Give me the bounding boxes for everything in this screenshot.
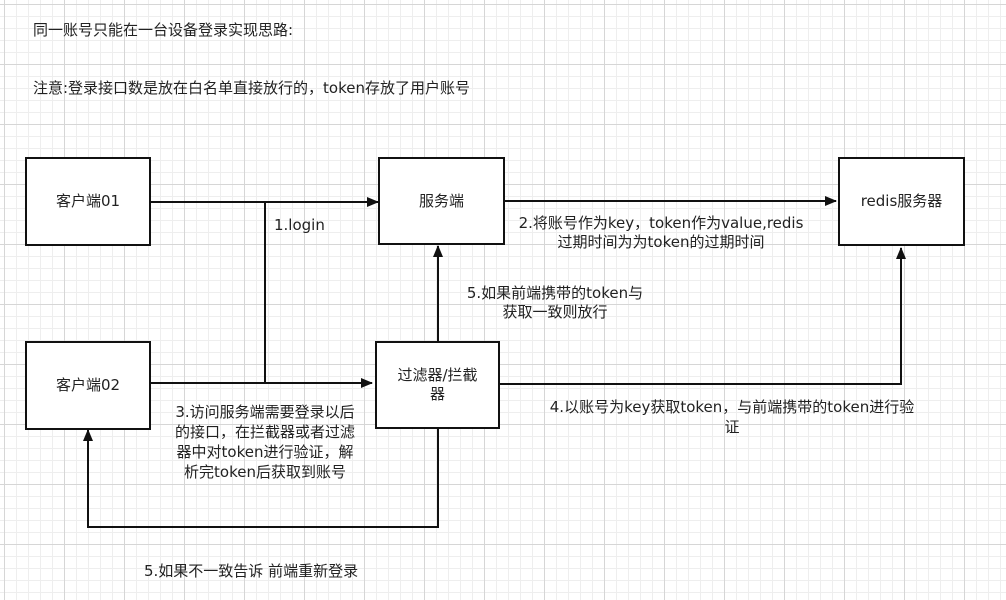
label-step5a-line1: 5.如果前端携带的token与 <box>466 284 644 302</box>
node-client01[interactable]: 客户端01 <box>25 157 151 246</box>
edge-filter-client02 <box>83 428 439 528</box>
node-client02-label: 客户端02 <box>55 376 121 394</box>
node-server[interactable]: 服务端 <box>378 157 505 245</box>
node-redis[interactable]: redis服务器 <box>838 157 965 246</box>
label-step5b: 5.如果不一致告诉 前端重新登录 <box>144 562 359 580</box>
node-client01-label: 客户端01 <box>55 192 121 210</box>
diagram-title: 同一账号只能在一台设备登录实现思路: <box>33 21 294 39</box>
label-step4-line2: 证 <box>724 418 740 436</box>
label-step3-line4: 析完token后获取到账号 <box>184 463 346 481</box>
label-step4-line1: 4.以账号为key获取token，与前端携带的token进行验 <box>549 398 915 416</box>
edge-filter-redis <box>500 247 906 385</box>
label-step2-line1: 2.将账号作为key，token作为value,redis <box>518 214 804 232</box>
label-step1-login: 1.login <box>274 216 325 234</box>
label-step5a-line2: 获取一致则放行 <box>502 303 608 321</box>
node-filter-label: 过滤器/拦截器 <box>397 366 478 403</box>
diagram-note: 注意:登录接口数是放在白名单直接放行的，token存放了用户账号 <box>33 79 471 97</box>
node-server-label: 服务端 <box>418 191 464 210</box>
node-filter[interactable]: 过滤器/拦截器 <box>375 341 500 429</box>
label-step3-line3: 器中对token进行验证，解 <box>176 443 354 461</box>
node-redis-label: redis服务器 <box>860 192 943 210</box>
node-client02[interactable]: 客户端02 <box>25 341 151 430</box>
label-step3-line1: 3.访问服务端需要登录以后 <box>175 403 355 421</box>
label-step3-line2: 的接口，在拦截器或者过滤 <box>174 423 355 441</box>
label-step2-line2: 过期时间为为token的过期时间 <box>557 233 765 251</box>
